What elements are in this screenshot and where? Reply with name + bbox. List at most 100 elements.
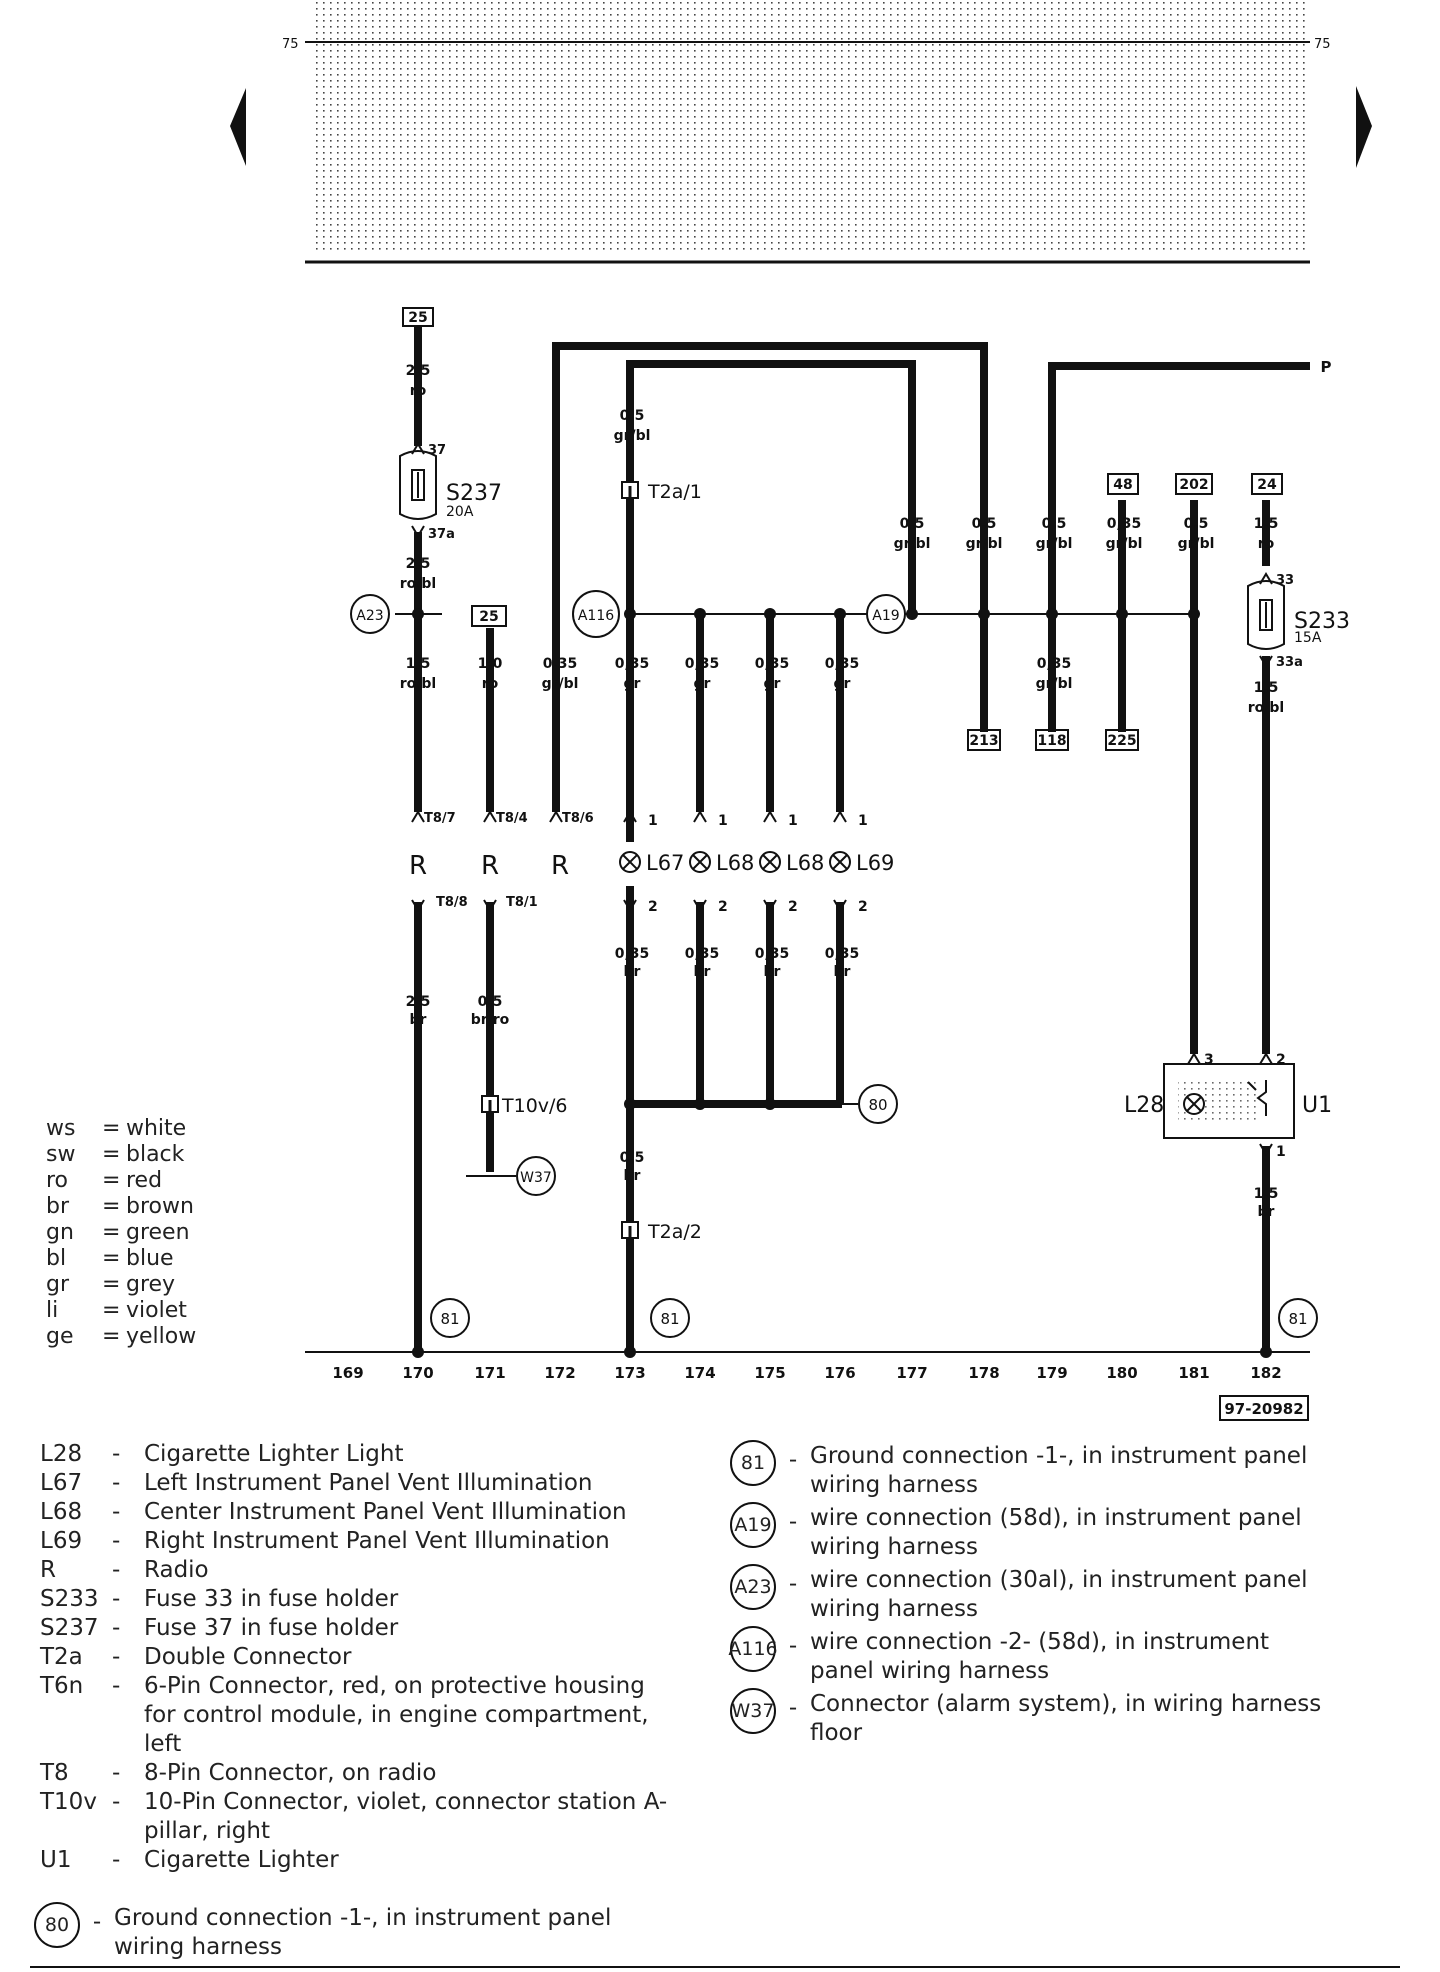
wire-color: br/ro (471, 1012, 510, 1028)
column-number: 177 (896, 1364, 927, 1382)
column-number: 172 (544, 1364, 575, 1382)
legend-dash: - (788, 1571, 798, 1597)
wire-size: 0,5 (900, 516, 925, 532)
pin-number: 2 (858, 899, 868, 915)
legend-dash: - (112, 1644, 121, 1670)
ground-81: 81 (440, 1310, 459, 1328)
component-item: L68-Center Instrument Panel Vent Illumin… (40, 1498, 680, 1527)
ref-box-202: 202 (1179, 477, 1208, 493)
legend-dash: - (788, 1447, 798, 1473)
column-numbers: 169 170 171 172 173 174 175 176 177 178 … (332, 1364, 1281, 1382)
column-number: 169 (332, 1364, 363, 1382)
component-code: T6n (40, 1673, 84, 1699)
wire-size: 2,5 (406, 556, 431, 572)
connection-item: A19-wire connection (58d), in instrument… (730, 1502, 1350, 1562)
fuse-s233: S233 15A 33 33a (1247, 573, 1350, 670)
component-item: R-Radio (40, 1556, 680, 1585)
connection-item: W37-Connector (alarm system), in wiring … (730, 1688, 1350, 1748)
wire-size: 1,5 (406, 656, 431, 672)
connection-text: Connector (alarm system), in wiring harn… (810, 1691, 1322, 1746)
lamp-l28-label: L28 (1124, 1093, 1164, 1118)
equals-sign: = (102, 1116, 121, 1141)
component-item: T2a -Double Connector (40, 1643, 680, 1672)
wire-size: 0,35 (755, 656, 790, 672)
wire-size: 0,35 (825, 946, 860, 962)
ground-80-legend: 80 - Ground connection -1-, in instrumen… (34, 1902, 654, 1962)
column-number: 173 (614, 1364, 645, 1382)
column-number: 176 (824, 1364, 855, 1382)
equals-sign: = (102, 1324, 121, 1349)
prev-page-arrow-icon[interactable] (230, 88, 246, 166)
ref-box-25: 25 (479, 609, 498, 625)
component-code: T2a (40, 1644, 83, 1670)
fuse-s237-amp: 20A (446, 504, 474, 520)
legend-dash: - (788, 1633, 798, 1659)
lamp-l28-icon (1183, 1093, 1205, 1115)
component-text: Fuse 33 in fuse holder (144, 1586, 399, 1612)
lamp-l68-label: L68 (716, 851, 754, 875)
wire-size: 0,35 (685, 656, 720, 672)
color-code: br (46, 1194, 70, 1219)
lamp-l68-icon (689, 851, 711, 873)
bottom-rule (30, 1966, 1400, 1968)
component-item: S237-Fuse 37 in fuse holder (40, 1614, 680, 1643)
component-text: Double Connector (144, 1644, 352, 1670)
color-legend-row: sw=black (46, 1142, 196, 1168)
legend-dash: - (112, 1615, 121, 1641)
lamp-l69-icon (829, 851, 851, 873)
legend-dash: - (112, 1441, 121, 1467)
ref-box-48: 48 (1113, 477, 1132, 493)
column-number: 170 (402, 1364, 433, 1382)
lamp-l68-icon (759, 851, 781, 873)
color-code: gn (46, 1220, 74, 1245)
pin-number: 1 (648, 813, 658, 829)
ground-80: 80 (868, 1096, 887, 1114)
component-code: L67 (40, 1470, 83, 1496)
equals-sign: = (102, 1220, 121, 1245)
wire-color: gr/bl (894, 536, 931, 552)
wire-size: 2,5 (406, 363, 431, 379)
wire-color: ro/bl (400, 676, 436, 692)
pin-number: 3 (1204, 1052, 1214, 1068)
wire-size: 0,5 (1042, 516, 1067, 532)
wire-color: gr/bl (614, 428, 651, 444)
wire-size: 1,5 (1254, 516, 1279, 532)
wire-size: 1,5 (1254, 680, 1279, 696)
connection-circle: A23 (730, 1564, 776, 1610)
connection-w37: W37 (520, 1170, 552, 1186)
wire-size: 0,5 (620, 408, 645, 424)
connection-circle: A116 (728, 1626, 778, 1672)
next-page-arrow-icon[interactable] (1356, 86, 1372, 168)
pin-number: 1 (788, 813, 798, 829)
color-legend-row: ws=white (46, 1116, 196, 1142)
wire-size: 0,5 (1184, 516, 1209, 532)
color-name: brown (126, 1194, 194, 1219)
pin-arrows (411, 442, 1273, 1156)
component-code: S237 (40, 1615, 99, 1641)
connection-a19: A19 (872, 608, 899, 624)
fuse-s233-out: 33a (1276, 655, 1303, 670)
ground-80-circle: 80 (34, 1902, 80, 1948)
previous-page-strip (305, 0, 1310, 264)
wire-size: 0,35 (615, 656, 650, 672)
wire-size: 0,35 (615, 946, 650, 962)
legend-dash: - (112, 1789, 121, 1815)
pin-number: 2 (1276, 1052, 1286, 1068)
equals-sign: = (102, 1298, 121, 1323)
component-code: T8 (40, 1760, 69, 1786)
wire-color: gr (834, 676, 851, 692)
column-number: 179 (1036, 1364, 1067, 1382)
component-code: T10v (40, 1789, 97, 1815)
wire-size: 0,5 (620, 1150, 645, 1166)
component-code: L68 (40, 1499, 83, 1525)
lighter-element-icon (1247, 1080, 1267, 1116)
connection-circle: W37 (730, 1688, 776, 1734)
component-item: T10v-10-Pin Connector, violet, connector… (40, 1788, 680, 1846)
ground-80-text: Ground connection -1-, in instrument pan… (114, 1905, 612, 1960)
component-text: 6-Pin Connector, red, on protective hous… (144, 1673, 649, 1757)
legend-dash: - (112, 1528, 121, 1554)
legend-dash: - (788, 1509, 798, 1535)
ref-box-225: 225 (1107, 733, 1136, 749)
connector-t2a1: T2a/1 (647, 481, 702, 503)
